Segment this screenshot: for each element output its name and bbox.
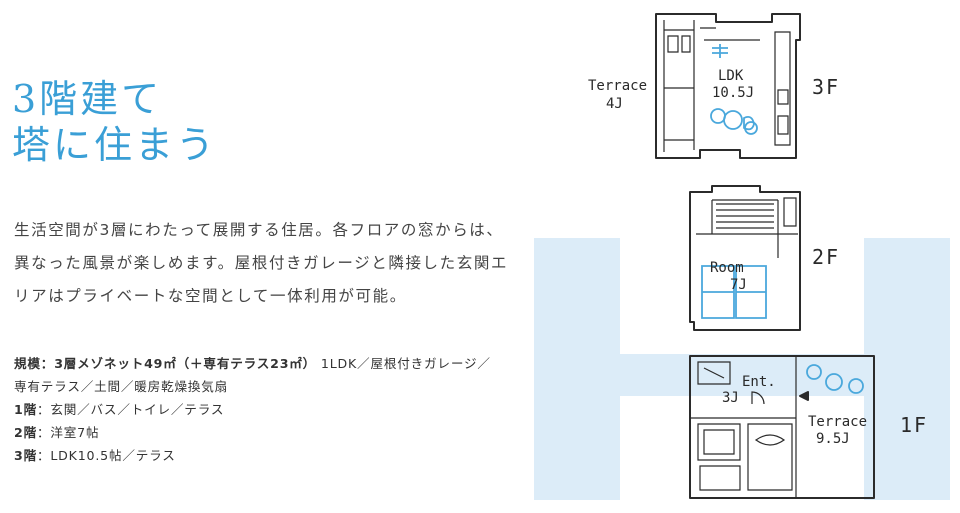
floor-label-2f: 2F [812, 245, 840, 269]
page-title-line-1: 3階建て [12, 77, 163, 121]
background-letter-right-bar [864, 238, 950, 500]
plan-2f: Room 7J 2F [689, 185, 840, 331]
spec-row-scale-2: 専有テラス／土間／暖房乾燥換気扇 [14, 379, 229, 394]
floor-label-3f: 3F [812, 75, 840, 99]
plan-3f: Terrace 4J LDK 10.5J 3F [588, 13, 840, 159]
spec-row-floor-2: 2階：洋室7帖 [14, 421, 491, 444]
page-title: 3階建て 塔に住まう [12, 76, 217, 168]
spec-scale-extra: 1LDK／屋根付きガレージ／ [320, 356, 491, 371]
terrace-3f-name: Terrace [588, 78, 647, 94]
lead-paragraph: 生活空間が3層にわたって展開する住居。各フロアの窓からは、 異なった風景が楽しめ… [14, 214, 574, 313]
lead-line-3: リアはプライベートな空間として一体利用が可能。 [14, 287, 407, 305]
page-title-line-2: 塔に住まう [12, 123, 218, 167]
floor-plan-illustration: Terrace 4J LDK 10.5J 3F Room 7J 2F Ent. … [588, 13, 928, 499]
spec-floor-3-value: ：LDK10.5帖／テラス [36, 448, 176, 463]
entrance-size: 3J [722, 390, 739, 406]
spec-floor-1-value: ：玄関／バス／トイレ／テラス [36, 402, 225, 417]
room-name: Room [710, 260, 744, 276]
ldk-size: 10.5J [712, 85, 754, 101]
terrace-1f-size: 9.5J [816, 431, 850, 447]
spec-scale-label: 規模 [14, 356, 41, 371]
spec-row-floor-1: 1階：玄関／バス／トイレ／テラス [14, 398, 491, 421]
entrance-name: Ent. [742, 374, 776, 390]
terrace-1f-name: Terrace [808, 414, 867, 430]
spec-floor-2-value: ：洋室7帖 [36, 425, 100, 440]
plan-1f: Ent. 3J Terrace 9.5J 1F [689, 355, 928, 499]
spec-floor-1-label: 1階 [14, 402, 37, 417]
spec-scale-value: ：3層メゾネット49㎡（＋専有テラス23㎡） [40, 356, 317, 371]
spec-row-scale: 規模：3層メゾネット49㎡（＋専有テラス23㎡） 1LDK／屋根付きガレージ／ [14, 352, 491, 375]
spec-list: 規模：3層メゾネット49㎡（＋専有テラス23㎡） 1LDK／屋根付きガレージ／ … [14, 352, 491, 467]
room-size: 7J [730, 277, 747, 293]
terrace-3f-size: 4J [606, 96, 623, 112]
spec-row-floor-3: 3階：LDK10.5帖／テラス [14, 444, 491, 467]
lead-line-2: 異なった風景が楽しめます。屋根付きガレージと隣接した玄関エ [14, 254, 509, 272]
spec-floor-2-label: 2階 [14, 425, 37, 440]
lead-line-1: 生活空間が3層にわたって展開する住居。各フロアの窓からは、 [14, 221, 504, 239]
floor-label-1f: 1F [900, 413, 928, 437]
spec-floor-3-label: 3階 [14, 448, 37, 463]
ldk-name: LDK [718, 68, 744, 84]
